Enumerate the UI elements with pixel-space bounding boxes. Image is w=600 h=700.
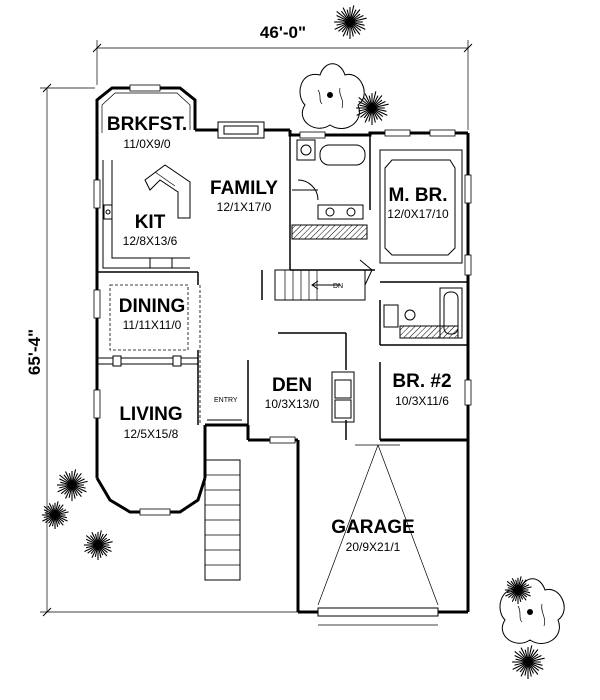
room-size-brkfst: 11/0X9/0 xyxy=(123,137,170,151)
room-name-kit: KIT xyxy=(135,212,166,233)
room-name-br2: BR. #2 xyxy=(392,371,451,392)
stair-down-label: DN xyxy=(333,283,343,290)
windows xyxy=(93,84,472,516)
room-size-family: 12/1X17/0 xyxy=(217,200,272,214)
shrub-icon xyxy=(512,645,545,679)
tree-icon xyxy=(299,63,365,129)
room-name-mbr: M. BR. xyxy=(388,185,447,206)
shrub-icon xyxy=(57,469,88,501)
front-porch-steps xyxy=(204,459,241,581)
room-size-mbr: 12/0X17/10 xyxy=(387,207,449,221)
kitchen-counters xyxy=(102,160,191,269)
hall-bath xyxy=(383,287,463,339)
room-size-living: 12/5X15/8 xyxy=(124,427,179,441)
fireplace xyxy=(217,121,265,139)
garage-roof-lines xyxy=(317,444,439,606)
shrub-icon xyxy=(41,501,69,529)
garage-door xyxy=(317,607,439,617)
shrub-icon xyxy=(504,576,532,604)
room-size-dining: 11/11X11/0 xyxy=(123,318,182,332)
room-name-family: FAMILY xyxy=(210,178,278,199)
room-size-den: 10/3X13/0 xyxy=(265,397,320,411)
staircase xyxy=(274,259,373,301)
room-name-den: DEN xyxy=(272,375,312,396)
shrub-icon xyxy=(83,530,113,560)
master-bed xyxy=(379,149,463,264)
master-bath xyxy=(291,139,368,240)
shrub-group xyxy=(41,5,545,679)
dining-ceiling-outline xyxy=(109,284,189,351)
shrub-icon xyxy=(334,5,367,39)
room-size-kit: 12/8X13/6 xyxy=(123,234,178,248)
room-size-br2: 10/3X11/6 xyxy=(395,394,449,408)
room-name-dining: DINING xyxy=(119,296,186,317)
width-dimension: 46'-0" xyxy=(260,23,306,42)
room-name-living: LIVING xyxy=(119,404,182,425)
room-size-garage: 20/9X21/1 xyxy=(346,540,401,554)
tree-icon xyxy=(499,578,565,644)
depth-dimension-line xyxy=(40,83,300,617)
room-name-brkfst: BRKFST. xyxy=(107,114,187,135)
shrub-icon xyxy=(356,91,389,125)
depth-dimension: 65'-4" xyxy=(25,329,44,375)
room-name-garage: GARAGE xyxy=(331,517,414,538)
width-dimension-line xyxy=(92,40,473,130)
entry-label: ENTRY xyxy=(214,397,238,404)
